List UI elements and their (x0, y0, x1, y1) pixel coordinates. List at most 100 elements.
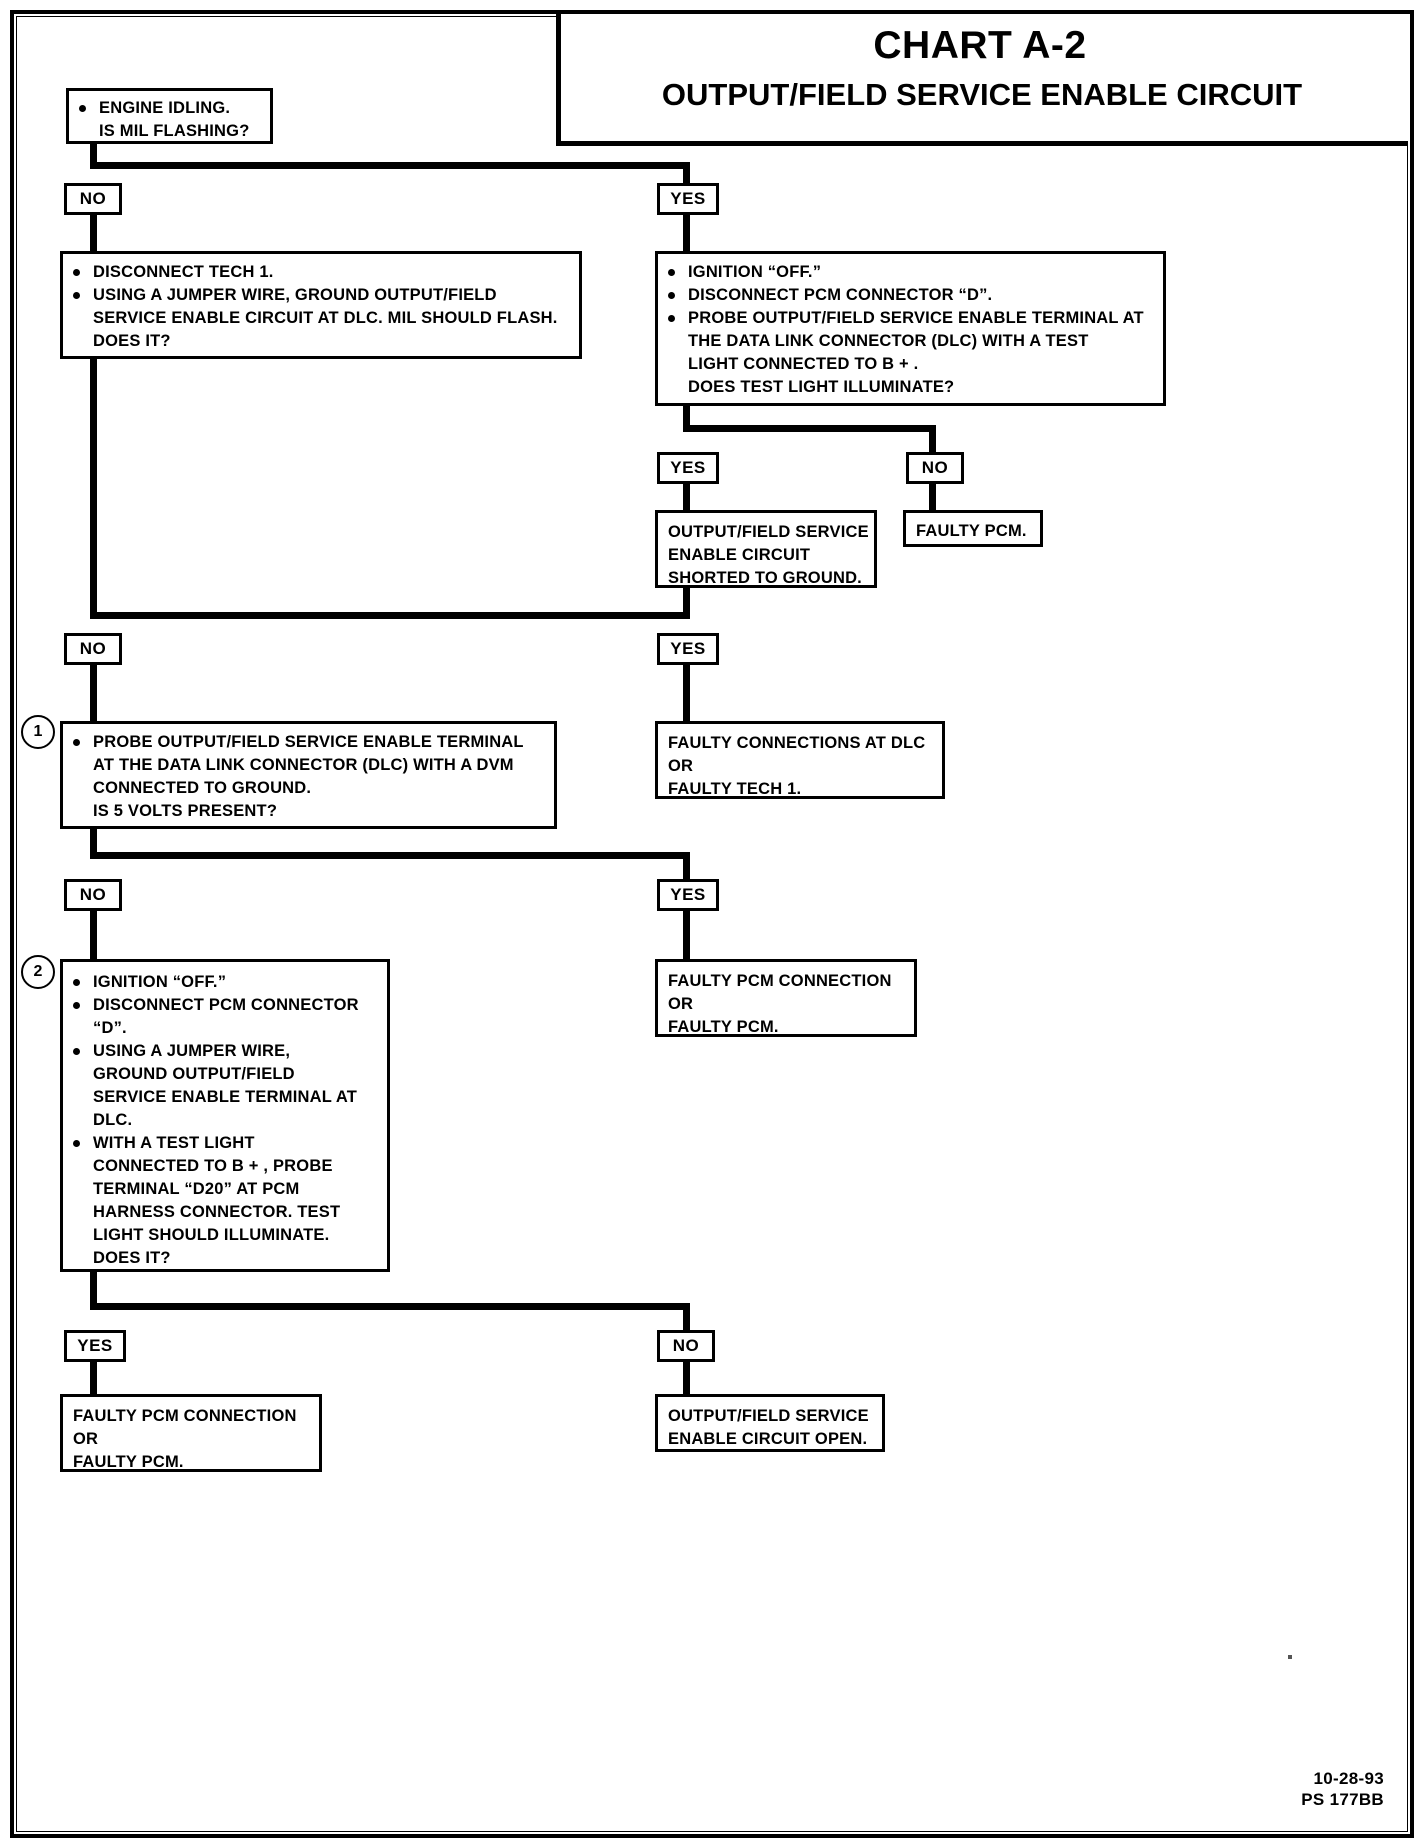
bullet-continuation: CONNECTED TO GROUND. (93, 779, 312, 797)
connector-line (683, 213, 690, 253)
step-marker-1: 1 (21, 715, 55, 749)
connector-line (90, 852, 690, 859)
bullet-item: USING A JUMPER WIRE, (63, 1040, 387, 1063)
footer-code: PS 177BB (1301, 1790, 1384, 1809)
result-line: FAULTY PCM CONNECTION (73, 1407, 297, 1425)
bullet-item: DISCONNECT PCM CONNECTOR “D”. (658, 284, 1163, 307)
result-line: FAULTY PCM CONNECTION (668, 972, 892, 990)
bullet-item: PROBE OUTPUT/FIELD SERVICE ENABLE TERMIN… (63, 731, 554, 754)
bullet-continuation: LIGHT CONNECTED TO B + . (688, 355, 919, 373)
page-outer-border (10, 10, 1414, 1838)
footer: 10-28-93 PS 177BB (1301, 1768, 1384, 1810)
bullet-item: USING A JUMPER WIRE, GROUND OUTPUT/FIELD (63, 284, 579, 307)
bullet-dot (73, 1140, 80, 1147)
branch-label-no: NO (64, 633, 122, 665)
bullet-dot (668, 292, 675, 299)
bullet-continuation: AT THE DATA LINK CONNECTOR (DLC) WITH A … (93, 756, 514, 774)
bullet-continuation: DOES IT? (93, 332, 171, 350)
node-left-test-1: DISCONNECT TECH 1. USING A JUMPER WIRE, … (60, 251, 582, 359)
bullet-item: DISCONNECT TECH 1. (63, 261, 579, 284)
bullet-continuation: IS MIL FLASHING? (99, 122, 250, 140)
bullet-continuation: TERMINAL “D20” AT PCM (93, 1180, 300, 1198)
bullet-dot (73, 1048, 80, 1055)
result-line: FAULTY TECH 1. (668, 780, 802, 798)
bullet-continuation: GROUND OUTPUT/FIELD (93, 1065, 295, 1083)
branch-label-yes: YES (657, 879, 719, 911)
result-line: SHORTED TO GROUND. (668, 569, 862, 587)
branch-label-no: NO (64, 183, 122, 215)
bullet-continuation: DOES IT? (93, 1249, 171, 1267)
connector-line (90, 1360, 97, 1396)
bullet-item: ENGINE IDLING. (69, 97, 270, 120)
bullet-continuation: CONNECTED TO B + , PROBE (93, 1157, 333, 1175)
connector-line (90, 144, 97, 168)
connector-line (90, 357, 97, 619)
node-shorted-to-ground: OUTPUT/FIELD SERVICE ENABLE CIRCUIT SHOR… (655, 510, 877, 588)
branch-label-yes: YES (657, 633, 719, 665)
bullet-continuation: SERVICE ENABLE CIRCUIT AT DLC. MIL SHOUL… (93, 309, 558, 327)
result-line: ENABLE CIRCUIT OPEN. (668, 1430, 868, 1448)
result-line: OUTPUT/FIELD SERVICE (668, 523, 869, 541)
bullet-continuation: LIGHT SHOULD ILLUMINATE. (93, 1226, 330, 1244)
header-block (556, 14, 1408, 146)
bullet-continuation: THE DATA LINK CONNECTOR (DLC) WITH A TES… (688, 332, 1089, 350)
bullet-continuation: DLC. (93, 1111, 133, 1129)
connector-line (683, 1360, 690, 1396)
result-line: FAULTY PCM. (73, 1453, 184, 1471)
connector-line (90, 663, 97, 723)
connector-line (90, 1303, 690, 1310)
connector-line (683, 1303, 690, 1333)
result-line: FAULTY PCM. (668, 1018, 779, 1036)
connector-line (683, 663, 690, 723)
result-line: FAULTY PCM. (916, 522, 1027, 540)
branch-label-no: NO (906, 452, 964, 484)
connector-line (90, 213, 97, 253)
result-line: FAULTY CONNECTIONS AT DLC (668, 734, 926, 752)
connector-line (929, 425, 936, 455)
connector-line (90, 909, 97, 961)
node-probe-dvm: PROBE OUTPUT/FIELD SERVICE ENABLE TERMIN… (60, 721, 557, 829)
result-line: ENABLE CIRCUIT (668, 546, 811, 564)
page-title: CHART A-2 (873, 24, 1087, 67)
node-faulty-connections-dlc: FAULTY CONNECTIONS AT DLC OR FAULTY TECH… (655, 721, 945, 799)
branch-label-no: NO (657, 1330, 715, 1362)
bullet-dot (668, 269, 675, 276)
branch-label-yes: YES (64, 1330, 126, 1362)
registration-mark (1288, 1655, 1292, 1659)
bullet-continuation: HARNESS CONNECTOR. TEST (93, 1203, 341, 1221)
bullet-item: IGNITION “OFF.” (658, 261, 1163, 284)
page-subtitle: OUTPUT/FIELD SERVICE ENABLE CIRCUIT (661, 77, 1303, 112)
connector-line (90, 1270, 97, 1310)
node-faulty-pcm-connection-mid: FAULTY PCM CONNECTION OR FAULTY PCM. (655, 959, 917, 1037)
bullet-dot (73, 979, 80, 986)
bullet-item: PROBE OUTPUT/FIELD SERVICE ENABLE TERMIN… (658, 307, 1163, 330)
node-faulty-pcm: FAULTY PCM. (903, 510, 1043, 547)
connector-line (683, 425, 936, 432)
node-ignition-off-test: IGNITION “OFF.” DISCONNECT PCM CONNECTOR… (60, 959, 390, 1272)
connector-line (683, 482, 690, 512)
bullet-continuation: SERVICE ENABLE TERMINAL AT (93, 1088, 358, 1106)
result-line: OR (668, 757, 694, 775)
branch-label-yes: YES (657, 183, 719, 215)
connector-line (683, 586, 690, 619)
node-right-test-1: IGNITION “OFF.” DISCONNECT PCM CONNECTOR… (655, 251, 1166, 406)
bullet-continuation: IS 5 VOLTS PRESENT? (93, 802, 278, 820)
connector-line (683, 162, 690, 186)
node-faulty-pcm-connection-bottom: FAULTY PCM CONNECTION OR FAULTY PCM. (60, 1394, 322, 1472)
connector-line (90, 162, 690, 169)
connector-line (683, 404, 690, 432)
connector-line (90, 612, 690, 619)
branch-label-no: NO (64, 879, 122, 911)
result-line: OR (73, 1430, 99, 1448)
bullet-continuation: DOES TEST LIGHT ILLUMINATE? (688, 378, 955, 396)
bullet-item: WITH A TEST LIGHT (63, 1132, 387, 1155)
connector-line (90, 827, 97, 859)
result-line: OUTPUT/FIELD SERVICE (668, 1407, 869, 1425)
bullet-dot (79, 105, 86, 112)
footer-date: 10-28-93 (1313, 1769, 1384, 1788)
bullet-dot (73, 739, 80, 746)
branch-label-yes: YES (657, 452, 719, 484)
connector-line (683, 909, 690, 961)
node-start: ENGINE IDLING. IS MIL FLASHING? (66, 88, 273, 144)
